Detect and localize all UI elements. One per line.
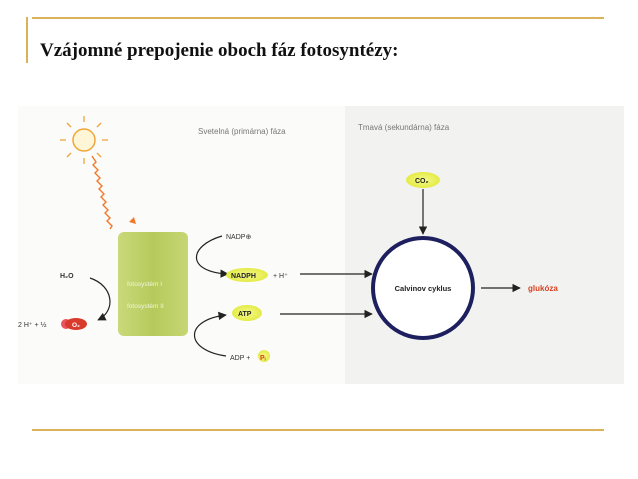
- pi-highlight: [258, 350, 270, 362]
- nadp-label: NADP⊕: [226, 234, 251, 241]
- dark-phase-background: [345, 106, 624, 384]
- photosynthesis-diagram: Svetelná (primárna) fáza Tmavá (sekundár…: [18, 106, 624, 384]
- nadph-highlight: [226, 268, 268, 282]
- dark-phase-label: Tmavá (sekundárna) fáza: [358, 123, 450, 132]
- svg-text:O₂: O₂: [72, 322, 80, 329]
- oxygen-molecule: O₂: [61, 318, 87, 330]
- co2-highlight: [406, 172, 440, 188]
- light-phase-label: Svetelná (primárna) fáza: [198, 127, 286, 136]
- pi-label: Pᵢ: [260, 355, 266, 362]
- sun-icon: [60, 116, 108, 164]
- adp-label: ADP +: [230, 355, 250, 362]
- photosystem-1-label: fotosystém I: [127, 281, 162, 288]
- nadph-label: NADPH: [231, 273, 256, 280]
- adp-phosphorylation-arrow: [194, 311, 227, 357]
- co2-label: CO₂: [415, 178, 429, 185]
- photosystem-block: [118, 232, 188, 336]
- water-split-arrow: [89, 277, 111, 321]
- light-ray: [91, 155, 113, 230]
- plus-h-label: + H⁺: [273, 273, 288, 280]
- bottom-rule: [32, 429, 604, 431]
- left-rule: [26, 17, 28, 63]
- calvin-cycle-label: Calvinov cyklus: [395, 284, 452, 293]
- atp-highlight: [232, 305, 262, 321]
- oxygen-products-label: 2 H⁺ + ½: [18, 321, 47, 329]
- water-label: H₂O: [60, 273, 74, 280]
- nadp-reduction-arrow: [195, 235, 229, 278]
- glucose-label: glukóza: [528, 284, 558, 293]
- calvin-cycle: [371, 236, 475, 340]
- slide-title: Vzájomné prepojenie oboch fáz fotosyntéz…: [40, 40, 399, 61]
- atp-label: ATP: [238, 311, 252, 318]
- photosystem-2-label: fotosystém II: [127, 303, 164, 310]
- top-rule: [32, 17, 604, 19]
